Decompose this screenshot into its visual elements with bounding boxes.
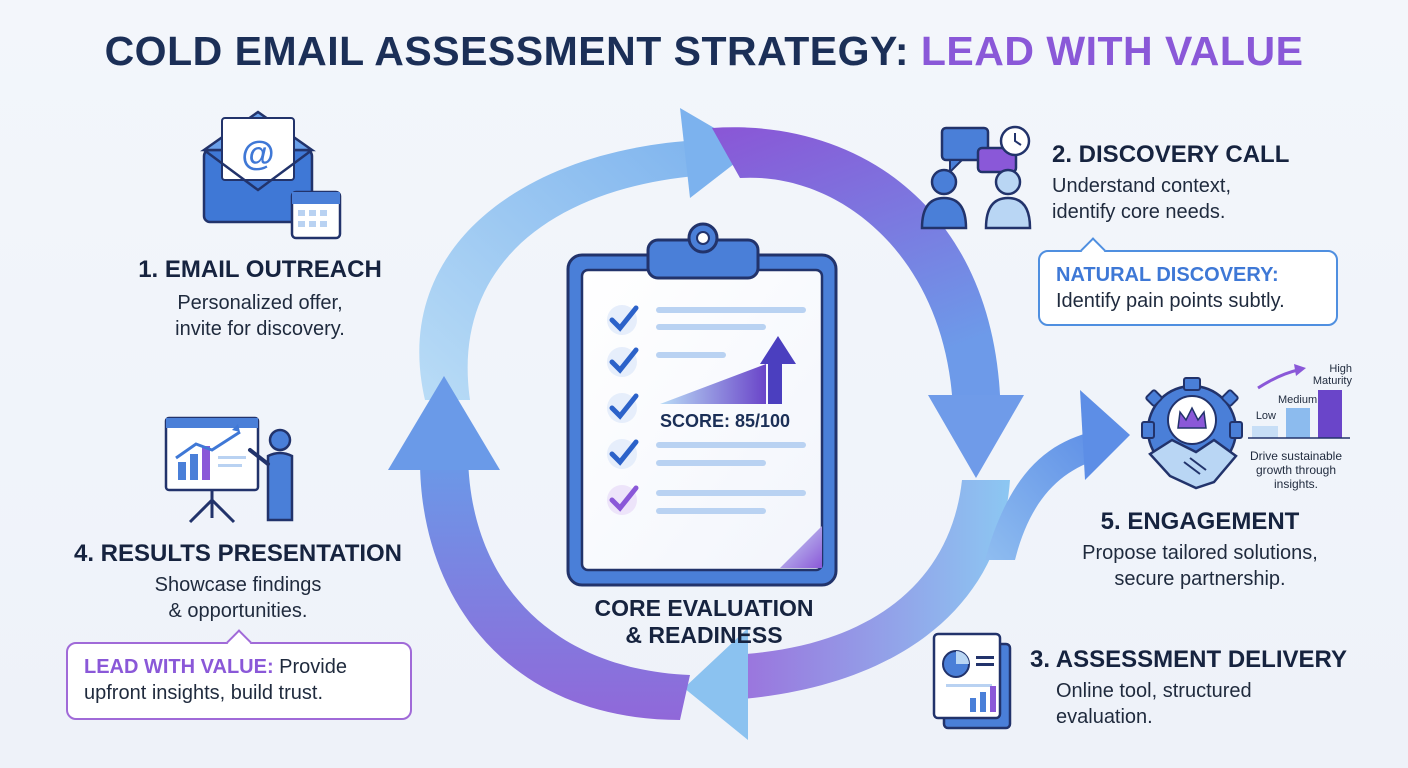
step-description: Showcase findings& opportunities. [154, 574, 322, 622]
checklist [607, 305, 806, 515]
svg-text:@: @ [241, 135, 274, 173]
arrow-engagement [985, 390, 1130, 560]
report-document-icon [932, 632, 1012, 730]
step-email-outreach: 1. EMAIL OUTREACH Personalized offer,inv… [120, 256, 400, 342]
maturity-medium-label: Medium [1278, 394, 1318, 406]
handshake-gear-icon [1141, 377, 1243, 490]
callout-lead-with-value: LEAD WITH VALUE: Provide upfront insight… [66, 629, 412, 720]
score-growth-bar [660, 336, 796, 404]
conversation-icon [920, 125, 1032, 230]
presentation-board-icon [164, 416, 294, 524]
step-description: Propose tailored solutions,secure partne… [1082, 542, 1318, 590]
step-title: 3. ASSESSMENT DELIVERY [1030, 646, 1347, 673]
step-engagement: 5. ENGAGEMENT Propose tailored solutions… [1050, 508, 1350, 592]
step-assessment-delivery: 3. ASSESSMENT DELIVERY Online tool, stru… [1030, 646, 1370, 730]
callout-natural-discovery: NATURAL DISCOVERY: Identify pain points … [1038, 237, 1338, 326]
title-accent: LEAD WITH VALUE [920, 28, 1304, 74]
maturity-caption: Drive sustainable growth through insight… [1249, 449, 1343, 491]
step-description: Personalized offer,invite for discovery. [175, 292, 345, 340]
arrow-bottom-right [684, 480, 1010, 740]
step-title: 5. ENGAGEMENT [1100, 508, 1300, 535]
arrow-top-right [712, 127, 1024, 478]
page-title: COLD EMAIL ASSESSMENT STRATEGY: LEAD WIT… [0, 28, 1408, 75]
arrow-bottom-left [388, 376, 690, 720]
arrow-top-left [419, 108, 752, 400]
email-calendar-icon: @ [200, 110, 342, 240]
step-title: 1. EMAIL OUTREACH [138, 256, 382, 283]
maturity-low-label: Low [1255, 410, 1276, 422]
maturity-chart [1248, 364, 1350, 439]
step-results-presentation: 4. RESULTS PRESENTATION Showcase finding… [60, 540, 416, 624]
clipboard-icon [566, 222, 838, 587]
step-title: 4. RESULTS PRESENTATION [73, 540, 403, 567]
title-main: COLD EMAIL ASSESSMENT STRATEGY: [104, 28, 921, 74]
step-discovery-call: 2. DISCOVERY CALL Understand context,ide… [1052, 141, 1332, 225]
step-description: Understand context,identify core needs. [1052, 175, 1231, 223]
step-title: 2. DISCOVERY CALL [1052, 141, 1290, 168]
core-evaluation-label: CORE EVALUATION & READINESS [594, 595, 814, 648]
score-label: SCORE: 85/100 [660, 411, 791, 431]
